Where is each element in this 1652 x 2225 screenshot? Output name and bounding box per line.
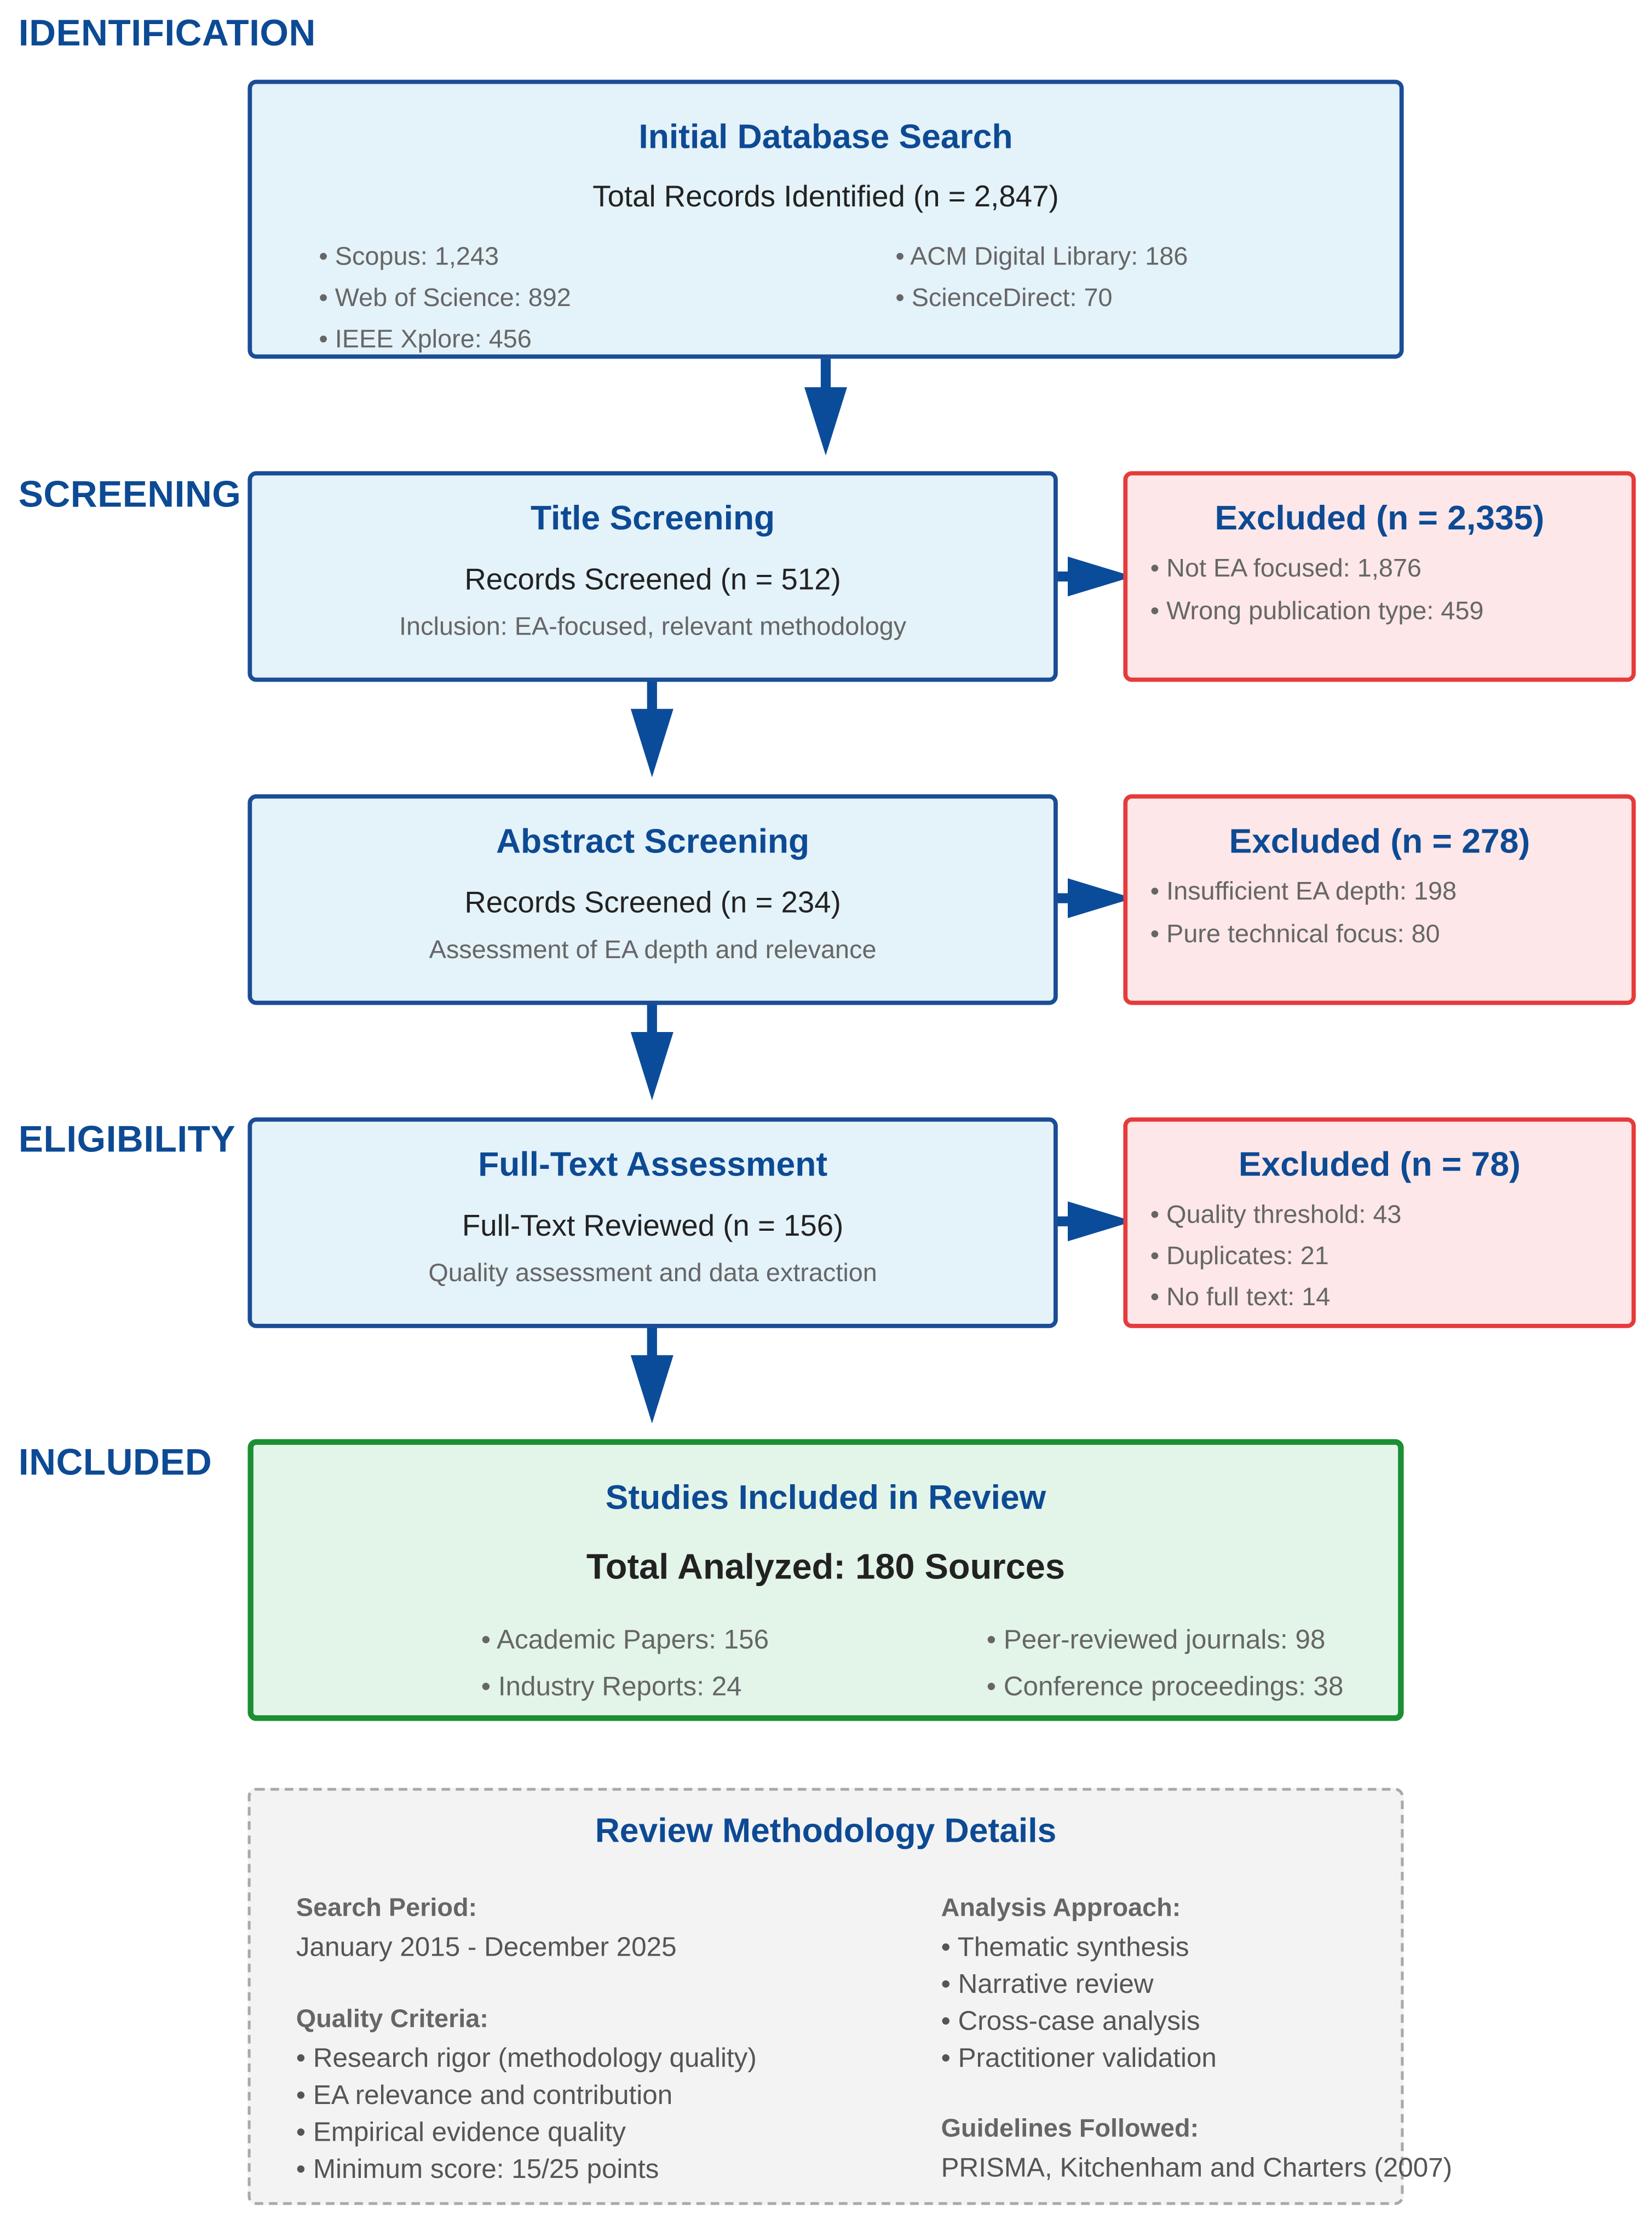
analysis-approach-label: Analysis Approach:	[941, 1893, 1181, 1922]
abstract-screening-box: Abstract Screening Records Screened (n =…	[247, 794, 1058, 1005]
title-screening-title: Title Screening	[530, 499, 775, 538]
analysis-approach-item: • Narrative review	[941, 1970, 1154, 2000]
fulltext-title: Full-Text Assessment	[478, 1146, 828, 1185]
methodology-box: Review Methodology Details Search Period…	[247, 1788, 1452, 2205]
initial-search-total: Total Records Identified (n = 2,847)	[592, 181, 1059, 214]
fulltext-excluded-box: Excluded (n = 78) • Quality threshold: 4…	[1123, 1117, 1636, 1328]
quality-criteria-item: • EA relevance and contribution	[296, 2081, 673, 2111]
included-title: Studies Included in Review	[605, 1479, 1046, 1518]
included-item: • Academic Papers: 156	[481, 1625, 769, 1656]
included-item: • Peer-reviewed journals: 98	[986, 1625, 1326, 1656]
title-excluded-box: Excluded (n = 2,335) • Not EA focused: 1…	[1123, 471, 1636, 682]
exclusion-item: • Not EA focused: 1,876	[1150, 554, 1421, 583]
arrow-title-to-abstract	[630, 680, 674, 777]
included-box: Studies Included in Review Total Analyze…	[247, 1439, 1404, 1721]
section-label-identification: IDENTIFICATION	[18, 11, 316, 54]
abstract-excluded-box: Excluded (n = 278) • Insufficient EA dep…	[1123, 794, 1636, 1005]
title-screening-description: Inclusion: EA-focused, relevant methodol…	[399, 612, 907, 641]
exclusion-item: • Pure technical focus: 80	[1150, 919, 1440, 948]
quality-criteria-item: • Research rigor (methodology quality)	[296, 2044, 757, 2074]
section-label-included: INCLUDED	[18, 1440, 212, 1484]
abstract-screening-description: Assessment of EA depth and relevance	[429, 935, 877, 964]
fulltext-excluded-title: Excluded (n = 78)	[1238, 1146, 1521, 1185]
included-total: Total Analyzed: 180 Sources	[586, 1547, 1066, 1587]
quality-criteria-label: Quality Criteria:	[296, 2004, 488, 2033]
included-item: • Industry Reports: 24	[481, 1673, 742, 1703]
exclusion-item: • No full text: 14	[1150, 1282, 1331, 1311]
arrow-fulltext-to-excluded	[1056, 1201, 1133, 1242]
title-excluded-title: Excluded (n = 2,335)	[1214, 499, 1545, 538]
quality-criteria-item: • Minimum score: 15/25 points	[296, 2155, 659, 2185]
search-period-label: Search Period:	[296, 1893, 477, 1922]
arrow-title-to-excluded	[1056, 556, 1133, 597]
exclusion-item: • Duplicates: 21	[1150, 1241, 1329, 1270]
analysis-approach-item: • Cross-case analysis	[941, 2007, 1200, 2037]
guidelines-label: Guidelines Followed:	[941, 2113, 1199, 2142]
arrow-fulltext-to-included	[630, 1327, 674, 1423]
included-item: • Conference proceedings: 38	[986, 1673, 1344, 1703]
source-item: • Web of Science: 892	[319, 283, 571, 312]
fulltext-count: Full-Text Reviewed (n = 156)	[462, 1210, 844, 1243]
title-screening-count: Records Screened (n = 512)	[464, 563, 841, 597]
abstract-excluded-title: Excluded (n = 278)	[1229, 822, 1530, 861]
arrow-search-to-title	[804, 359, 847, 456]
source-item: • IEEE Xplore: 456	[319, 324, 532, 353]
exclusion-item: • Quality threshold: 43	[1150, 1200, 1402, 1229]
analysis-approach-item: • Thematic synthesis	[941, 1933, 1189, 1963]
source-item: • ScienceDirect: 70	[895, 283, 1113, 312]
source-item: • ACM Digital Library: 186	[895, 241, 1188, 270]
title-screening-box: Title Screening Records Screened (n = 51…	[247, 471, 1058, 682]
abstract-screening-title: Abstract Screening	[496, 822, 810, 861]
source-item: • Scopus: 1,243	[319, 241, 499, 270]
initial-search-title: Initial Database Search	[638, 118, 1013, 157]
section-label-screening: SCREENING	[18, 472, 241, 516]
exclusion-item: • Wrong publication type: 459	[1150, 596, 1484, 625]
initial-search-box: Initial Database Search Total Records Id…	[247, 79, 1404, 359]
abstract-screening-count: Records Screened (n = 234)	[464, 886, 841, 920]
arrow-abstract-to-excluded	[1056, 878, 1133, 918]
methodology-title: Review Methodology Details	[595, 1812, 1057, 1851]
guidelines-value: PRISMA, Kitchenham and Charters (2007)	[941, 2153, 1453, 2184]
exclusion-item: • Insufficient EA depth: 198	[1150, 877, 1457, 906]
section-label-eligibility: ELIGIBILITY	[18, 1117, 236, 1160]
search-period-value: January 2015 - December 2025	[296, 1933, 677, 1963]
fulltext-description: Quality assessment and data extraction	[428, 1258, 877, 1287]
analysis-approach-item: • Practitioner validation	[941, 2044, 1217, 2074]
arrow-abstract-to-fulltext	[630, 1003, 674, 1100]
fulltext-box: Full-Text Assessment Full-Text Reviewed …	[247, 1117, 1058, 1328]
quality-criteria-item: • Empirical evidence quality	[296, 2118, 626, 2148]
